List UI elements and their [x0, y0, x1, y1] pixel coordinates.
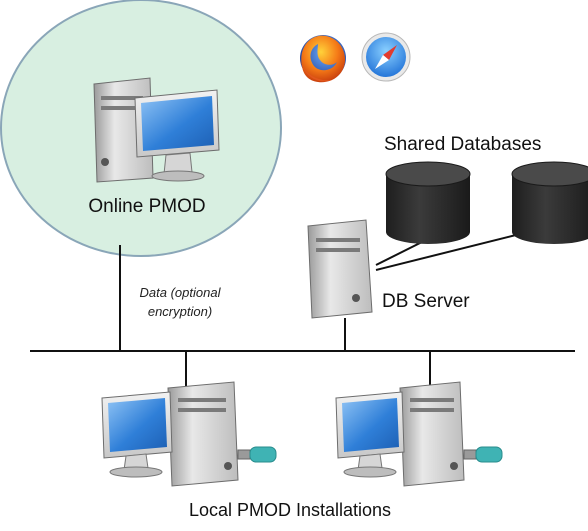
data-label-line-1: Data (optional — [139, 285, 221, 300]
online-pmod-label: Online PMOD — [88, 196, 206, 217]
db-server-label: DB Server — [382, 291, 470, 312]
safari-icon — [361, 32, 411, 82]
shared-database-2-icon — [511, 161, 588, 244]
shared-database-1-icon — [385, 161, 471, 244]
data-label-line-2: encryption) — [147, 304, 213, 319]
local-computer-2-icon — [335, 381, 465, 487]
usb-dongle-1-icon — [237, 446, 277, 463]
firefox-icon — [300, 35, 346, 83]
shared-databases-label: Shared Databases — [384, 134, 542, 155]
network-lines — [30, 233, 575, 387]
online-computer-icon — [93, 77, 220, 183]
db-link-2 — [375, 233, 521, 271]
db-server-icon — [307, 219, 373, 319]
local-computer-1-icon — [101, 381, 239, 487]
data-encryption-label: Data (optional encryption) — [120, 283, 240, 321]
usb-dongle-2-icon — [463, 446, 503, 463]
local-installations-label: Local PMOD Installations — [188, 500, 392, 520]
